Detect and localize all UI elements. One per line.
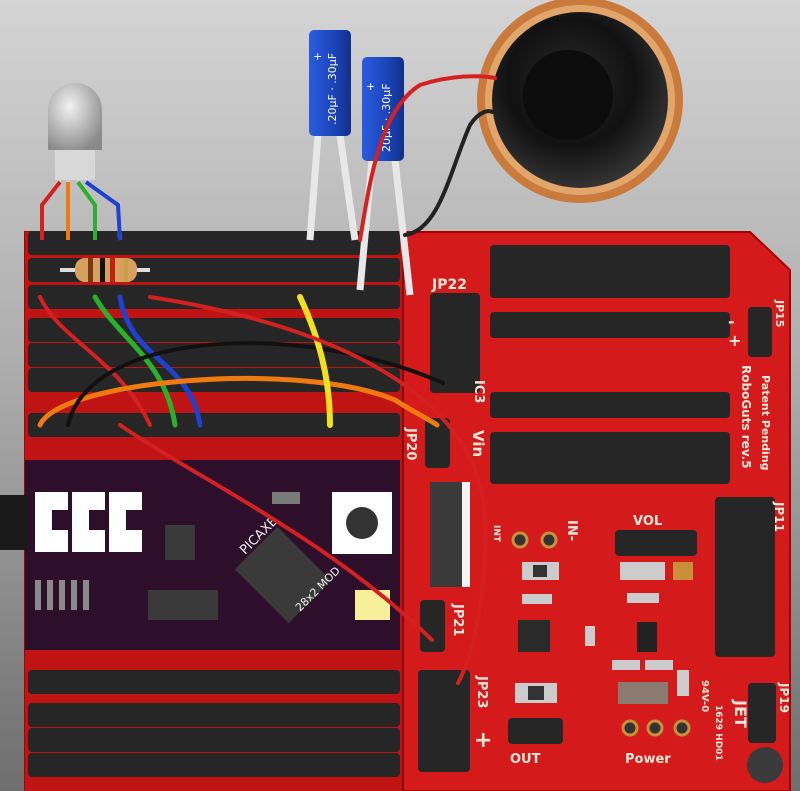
- header-strip: [28, 285, 400, 309]
- microcontroller: [234, 526, 332, 624]
- jumper-wires: [37, 74, 497, 685]
- wire-blue: [117, 294, 203, 428]
- label-vol: VOL: [633, 514, 662, 529]
- capacitor-1: .20µF · .30µF +: [306, 30, 359, 241]
- board-title: RoboGuts rev.5: [739, 365, 753, 469]
- label-in-minus: IN-: [564, 520, 579, 541]
- label-jp15-plus: +: [728, 331, 741, 350]
- maker-mark: JET: [731, 699, 750, 728]
- label-jp15-minus: -: [728, 312, 735, 331]
- header-strip: [490, 392, 730, 418]
- audio-jack: [0, 495, 28, 550]
- chip: [165, 525, 195, 560]
- label-int: INT: [491, 525, 501, 543]
- label-power: Power: [625, 752, 671, 767]
- speaker: [477, 0, 683, 203]
- amplifier-ic: [518, 620, 550, 652]
- resistor: [60, 258, 150, 282]
- header-strip: [418, 670, 470, 772]
- capacitor-2: 20µF · .30µF +: [356, 57, 414, 296]
- label-jp11: JP11: [772, 501, 786, 532]
- module-pcb: [25, 460, 400, 650]
- wire-red: [358, 74, 497, 242]
- wire-red: [148, 295, 488, 685]
- chip: [148, 590, 218, 620]
- wire-yellow: [297, 294, 333, 428]
- mounting-hole: [747, 747, 783, 783]
- label-jp20: JP20: [403, 427, 418, 460]
- slide-switch[interactable]: [430, 482, 470, 587]
- header-strip: [490, 312, 730, 338]
- header-strip: [28, 343, 400, 367]
- module-pins: [35, 580, 89, 610]
- module-logo: [35, 492, 142, 552]
- rgb-led: [40, 83, 122, 241]
- svg-text:+: +: [313, 50, 322, 63]
- header-strip: [420, 600, 445, 652]
- pin-pads: [355, 590, 390, 620]
- header-strip: [28, 231, 400, 255]
- label-jp23-plus: +: [474, 728, 492, 753]
- label-jp15: JP15: [773, 299, 786, 327]
- label-jp22: JP22: [431, 277, 467, 293]
- label-out: OUT: [510, 752, 541, 767]
- header-strip: [28, 728, 400, 752]
- header-strip: [28, 703, 400, 727]
- header-strip: [425, 418, 450, 468]
- label-ic3: IC3: [471, 380, 486, 403]
- picaxe-module: PICAXE 28x2 MOD: [0, 460, 400, 650]
- wire-red: [38, 295, 152, 427]
- header-strip: [715, 497, 775, 657]
- capacitor-label: .20µF · .30µF: [326, 53, 339, 125]
- rating-mark: 94V-0: [699, 680, 710, 712]
- wire-green: [92, 294, 178, 428]
- header-strip: [615, 530, 697, 556]
- speaker-dust-cap: [523, 50, 613, 140]
- header-strip: [508, 718, 563, 744]
- header-strip: [490, 432, 730, 484]
- header-strip: [28, 753, 400, 777]
- header-strip: [490, 245, 730, 298]
- label-jp21: JP21: [450, 603, 465, 636]
- label-jp23: JP23: [474, 675, 489, 708]
- wire-black: [403, 109, 494, 237]
- date-code: 1629 HD01: [713, 705, 723, 761]
- header-strip: [748, 683, 776, 743]
- smd-components: [511, 531, 783, 783]
- wire-red: [118, 423, 434, 642]
- header-strip: [28, 413, 400, 437]
- patent-text: Patent Pending: [759, 375, 772, 471]
- label-jp19: JP19: [777, 682, 791, 713]
- led-smd: [272, 492, 300, 504]
- header-strip: [28, 318, 400, 342]
- header-strip: [28, 670, 400, 694]
- header-strip: [748, 307, 772, 357]
- svg-text:+: +: [366, 80, 375, 93]
- wire-black: [66, 341, 445, 427]
- label-vin: Vin: [469, 430, 487, 457]
- header-strip: [430, 293, 480, 393]
